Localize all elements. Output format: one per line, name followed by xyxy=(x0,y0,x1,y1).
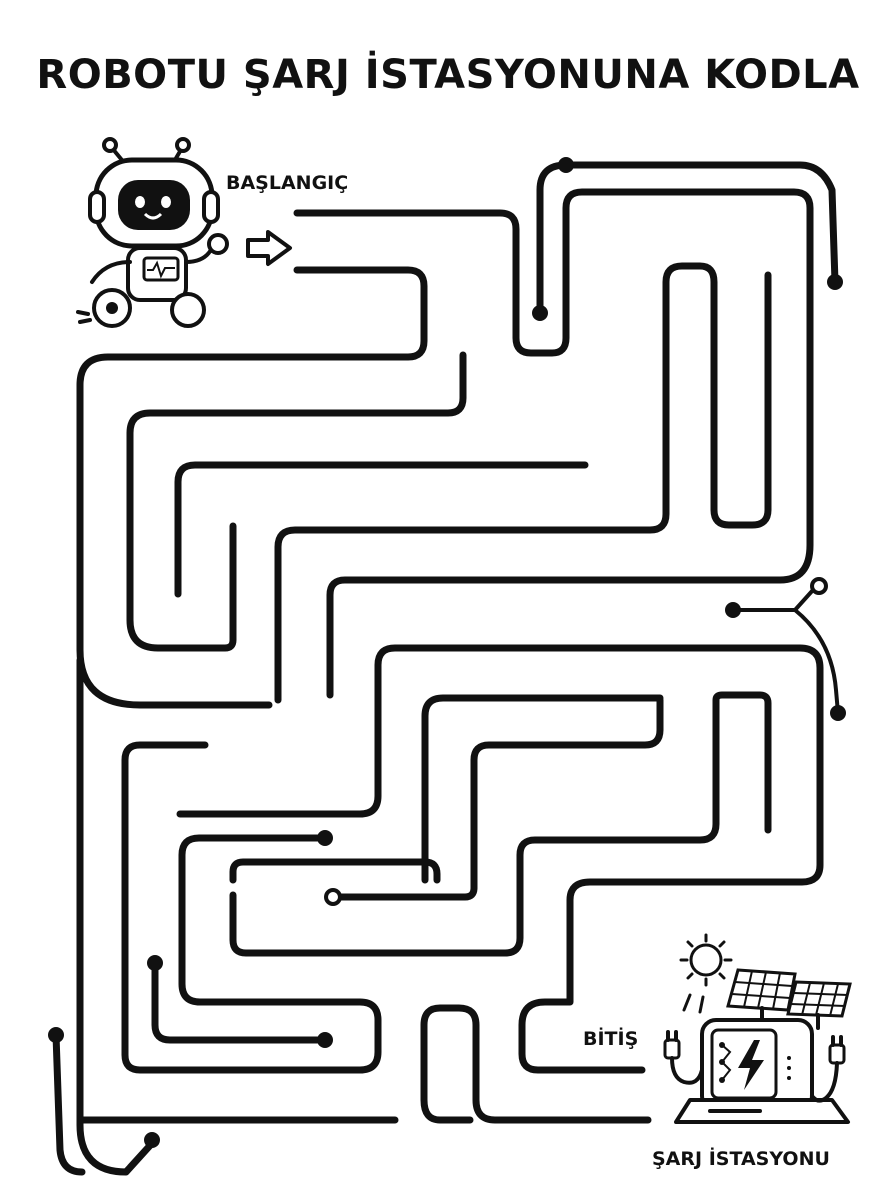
solar-panel-icon xyxy=(726,968,852,1030)
sun-icon xyxy=(679,933,733,1014)
arrow-right-icon xyxy=(246,230,292,266)
maze-walls xyxy=(52,161,840,1176)
page-title: ROBOTU ŞARJ İSTASYONUNA KODLA xyxy=(36,52,860,98)
plug-icon xyxy=(663,1030,846,1103)
start-label: BAŞLANGIÇ xyxy=(226,172,349,194)
charging-station-icon xyxy=(674,1018,850,1124)
maze-nodes xyxy=(48,157,846,1148)
finish-label: BİTİŞ xyxy=(583,1028,639,1050)
lightning-icon xyxy=(738,1040,764,1090)
robot-icon xyxy=(76,137,229,328)
station-label: ŞARJ İSTASYONU xyxy=(652,1148,830,1170)
